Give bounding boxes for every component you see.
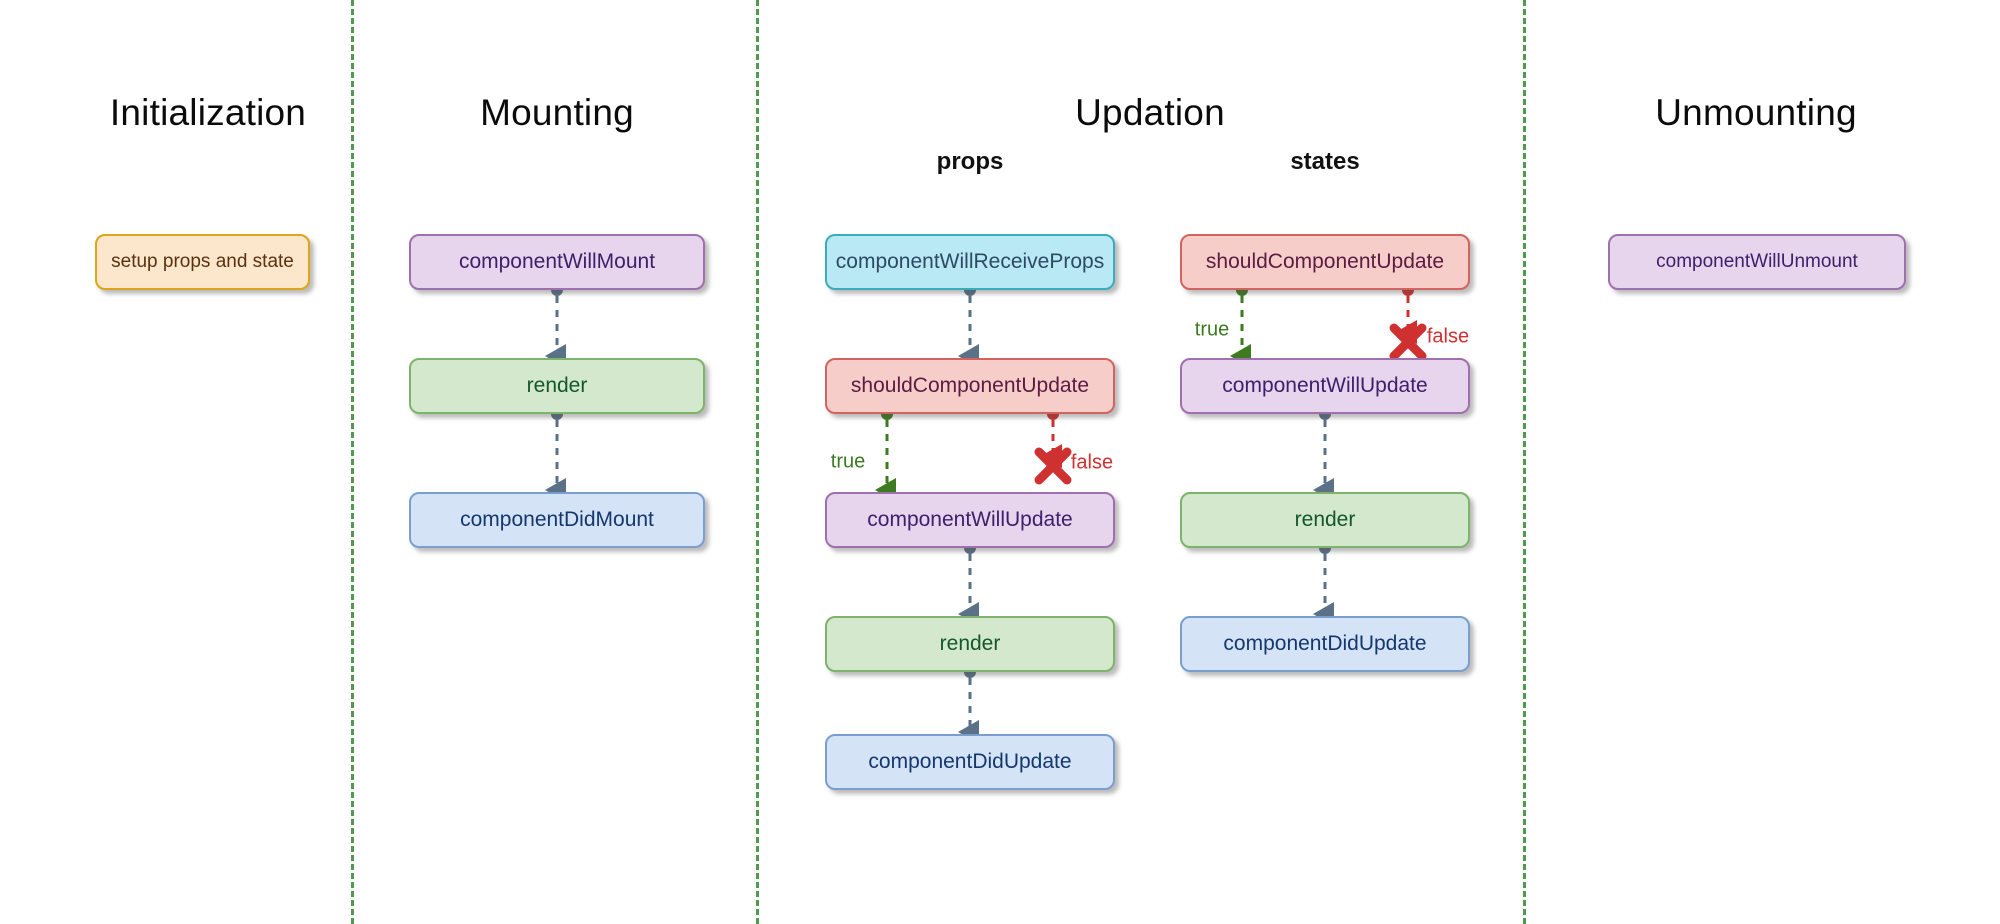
node-s-component-will-update: componentWillUpdate — [1180, 358, 1470, 414]
node-m-component-will-mount: componentWillMount — [409, 234, 705, 290]
node-p-should-component-update: shouldComponentUpdate — [825, 358, 1115, 414]
node-m-render: render — [409, 358, 705, 414]
node-s-should-component-update: shouldComponentUpdate — [1180, 234, 1470, 290]
false-terminator-p-should-component-update — [1034, 447, 1072, 485]
node-setup-props-and-state: setup props and state — [95, 234, 310, 290]
branch-label-states-false: false — [1426, 325, 1470, 348]
node-p-component-did-update: componentDidUpdate — [825, 734, 1115, 790]
node-p-component-will-update: componentWillUpdate — [825, 492, 1115, 548]
column-divider-2 — [1523, 0, 1526, 924]
subcolumn-title-props: props — [936, 148, 1004, 175]
subcolumn-title-states: states — [1290, 148, 1360, 175]
branch-label-states-true: true — [1194, 318, 1230, 341]
column-title-mounting: Mounting — [480, 92, 634, 133]
false-terminator-s-should-component-update — [1389, 323, 1427, 361]
column-title-initialization: Initialization — [109, 92, 307, 133]
node-s-component-did-update: componentDidUpdate — [1180, 616, 1470, 672]
column-title-updation: Updation — [1075, 92, 1225, 133]
node-m-component-did-mount: componentDidMount — [409, 492, 705, 548]
column-divider-0 — [351, 0, 354, 924]
node-s-render: render — [1180, 492, 1470, 548]
branch-label-props-false: false — [1070, 451, 1114, 474]
branch-label-props-true: true — [830, 450, 866, 473]
node-p-component-will-receive-props: componentWillReceiveProps — [825, 234, 1115, 290]
column-divider-1 — [756, 0, 759, 924]
column-title-unmounting: Unmounting — [1655, 92, 1857, 133]
node-u-component-will-unmount: componentWillUnmount — [1608, 234, 1906, 290]
node-p-render: render — [825, 616, 1115, 672]
